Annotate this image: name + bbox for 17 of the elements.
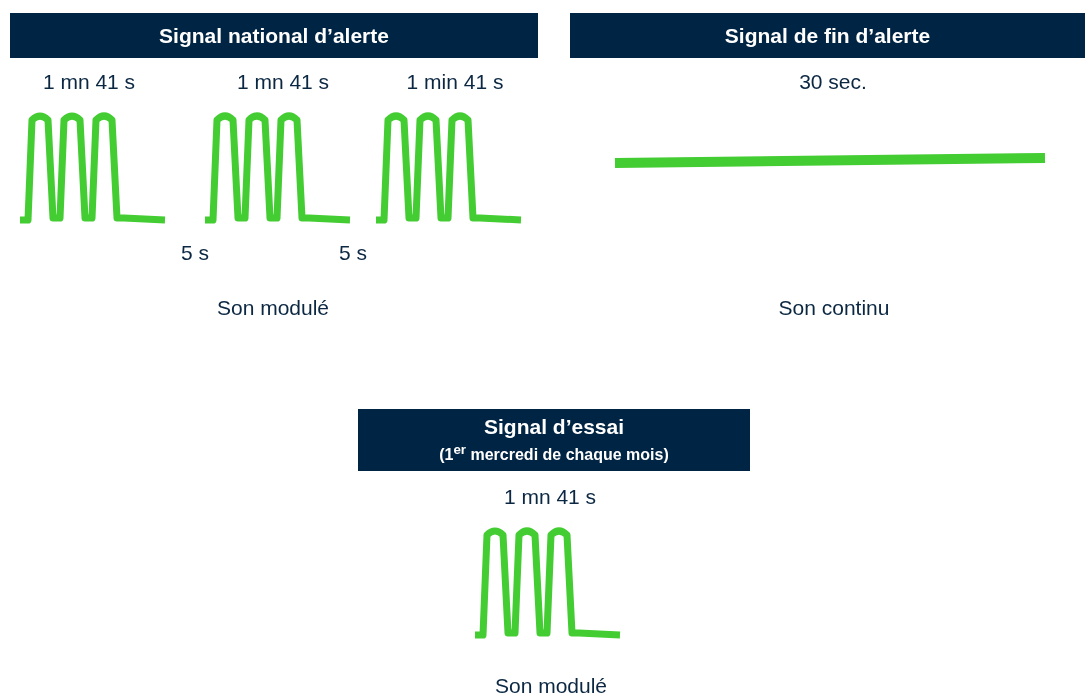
duration-label: 30 sec.	[799, 69, 867, 95]
duration-label: 1 mn 41 s	[236, 69, 330, 95]
duration-label: 1 mn 41 s	[42, 69, 136, 95]
sound-type-label: Son modulé	[494, 673, 608, 697]
title-banner	[570, 13, 1085, 58]
sound-type-label: Son continu	[778, 295, 890, 321]
banner-title: Signal de fin d’alerte	[724, 22, 931, 49]
banner-title: Signal d’essai	[483, 414, 625, 441]
pause-label: 5 s	[181, 240, 209, 266]
banner-subtitle: (1$^{er}$ mercredi de chaque mois)	[439, 441, 669, 466]
pause-label: 5 s	[339, 240, 367, 266]
title-banner	[358, 409, 750, 471]
sound-type-label: Son modulé	[216, 295, 330, 321]
title-banner	[10, 13, 538, 58]
banner-title: Signal national d’alerte	[159, 22, 389, 49]
duration-label: 1 mn 41 s	[503, 484, 597, 510]
duration-label: 1 min 41 s	[406, 69, 504, 95]
